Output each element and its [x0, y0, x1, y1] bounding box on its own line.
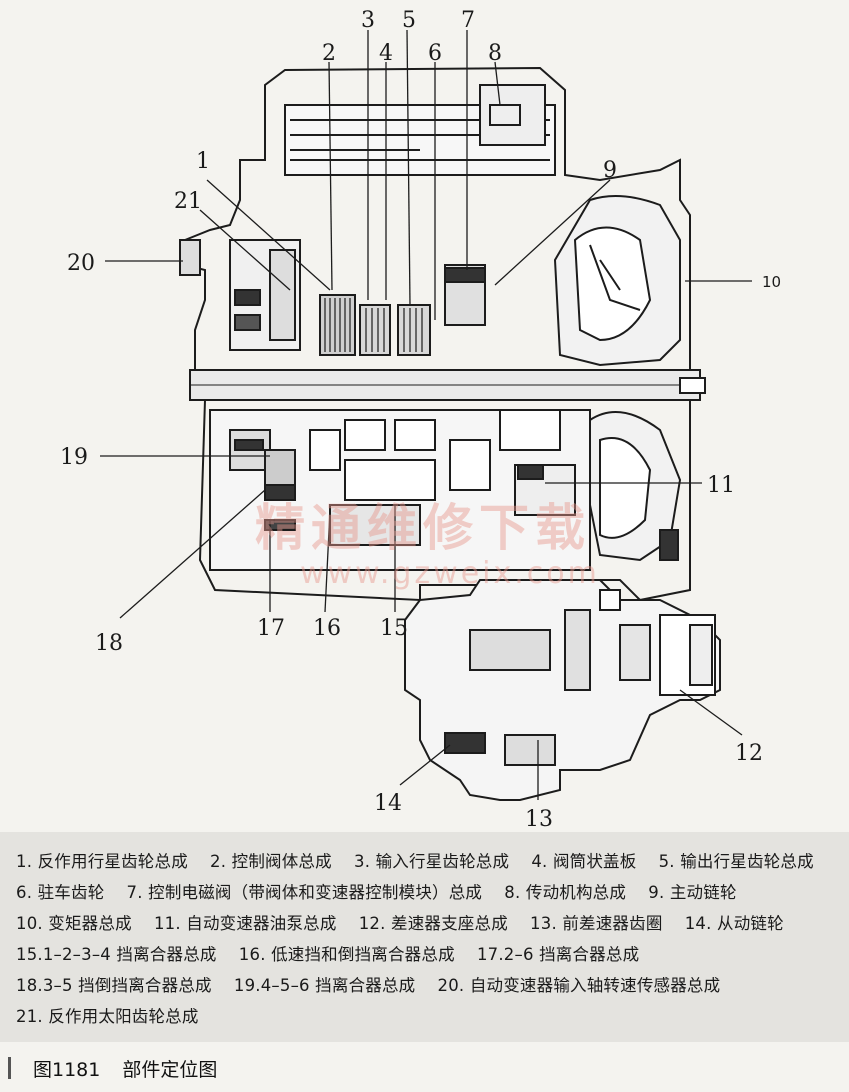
callout-2: 2	[322, 41, 336, 66]
legend-item: 17.2–6 挡离合器总成	[476, 945, 640, 964]
legend-item: 8. 传动机构总成	[504, 883, 627, 902]
callout-15: 15	[380, 616, 408, 641]
legend-item: 1. 反作用行星齿轮总成	[16, 852, 188, 871]
parts-legend: 1. 反作用行星齿轮总成 2. 控制阀体总成 3. 输入行星齿轮总成 4. 阀筒…	[0, 832, 849, 1042]
legend-item: 20. 自动变速器输入轴转速传感器总成	[437, 976, 721, 995]
legend-item: 12. 差速器支座总成	[358, 914, 508, 933]
legend-item: 4. 阀筒状盖板	[531, 852, 637, 871]
legend-item: 16. 低速挡和倒挡离合器总成	[238, 945, 455, 964]
legend-item: 15.1–2–3–4 挡离合器总成	[16, 945, 217, 964]
legend-item: 10. 变矩器总成	[16, 914, 132, 933]
figure-title: 部件定位图	[122, 1058, 218, 1081]
callout-18: 18	[95, 631, 123, 656]
callout-9: 9	[603, 158, 617, 183]
callout-10: 10	[762, 273, 781, 291]
watermark-text: 精通维修下载	[255, 498, 591, 557]
legend-item: 11. 自动变速器油泵总成	[153, 914, 337, 933]
callout-14: 14	[374, 791, 402, 816]
driven-sprocket	[444, 732, 486, 754]
callout-5: 5	[402, 8, 416, 33]
legend-item: 5. 输出行星齿轮总成	[658, 852, 814, 871]
legend-item: 19.4–5–6 挡离合器总成	[233, 976, 416, 995]
legend-item: 2. 控制阀体总成	[210, 852, 332, 871]
watermark-url: www.gzweix.com	[300, 556, 600, 591]
input-shaft-speed-sensor	[179, 239, 201, 276]
legend-item: 3. 输入行星齿轮总成	[354, 852, 510, 871]
legend-item: 18.3–5 挡倒挡离合器总成	[16, 976, 212, 995]
callout-20: 20	[67, 251, 95, 276]
transmission-cross-section-diagram: 精通维修下载 www.gzweix.com 1 2 3 4 5 6 7 8 9 …	[60, 8, 781, 830]
callout-17: 17	[257, 616, 285, 641]
callout-21: 21	[174, 189, 202, 214]
clutch-pack-upper	[319, 264, 486, 356]
front-differential-ring-gear	[504, 734, 556, 766]
callout-13: 13	[525, 807, 553, 830]
legend-item: 14. 从动链轮	[684, 914, 784, 933]
callout-19: 19	[60, 445, 88, 470]
figure-caption: 图1181 部件定位图	[8, 1052, 217, 1084]
callout-8: 8	[488, 41, 502, 66]
callout-1: 1	[196, 149, 210, 174]
figure-number: 图1181	[33, 1058, 101, 1081]
callout-3: 3	[361, 8, 375, 33]
callout-6: 6	[428, 41, 442, 66]
legend-item: 21. 反作用太阳齿轮总成	[16, 1007, 199, 1026]
legend-item: 9. 主动链轮	[648, 883, 737, 902]
callout-16: 16	[313, 616, 341, 641]
caption-bar	[8, 1057, 11, 1079]
legend-item: 6. 驻车齿轮	[16, 883, 105, 902]
callout-12: 12	[735, 741, 763, 766]
callout-7: 7	[461, 8, 475, 33]
legend-item: 13. 前差速器齿圈	[530, 914, 663, 933]
transmission-housing	[184, 66, 691, 602]
legend-item: 7. 控制电磁阀（带阀体和变速器控制模块）总成	[126, 883, 483, 902]
callout-11: 11	[707, 473, 735, 498]
callout-4: 4	[379, 41, 393, 66]
